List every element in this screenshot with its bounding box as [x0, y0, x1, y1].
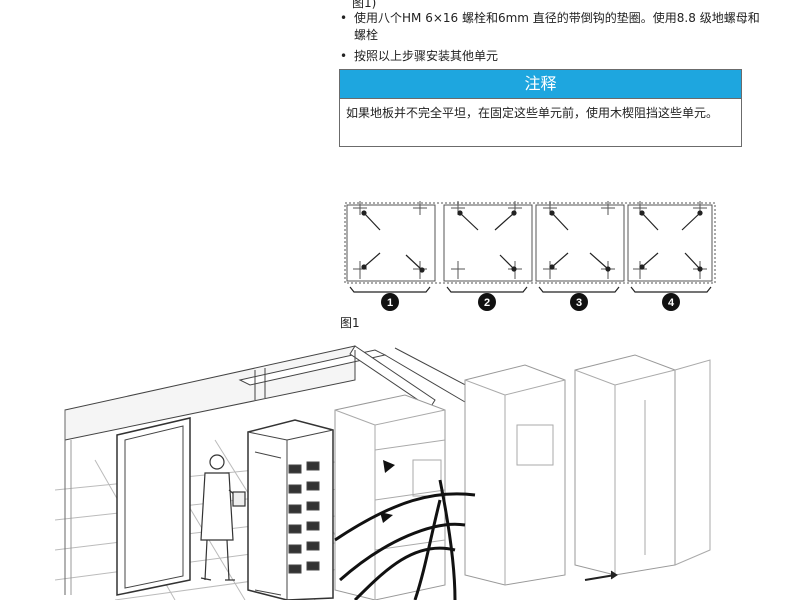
previous-text-fragment: 图1): [352, 0, 377, 10]
unit-markers: 1 2 3 4: [381, 293, 680, 311]
figure-caption: 图1: [340, 316, 360, 330]
note-title: 注释: [340, 70, 741, 99]
note-box: 注释 如果地板并不完全平坦，在固定这些单元前，使用木楔阻挡这些单元。: [339, 69, 742, 147]
unit-marker-1: 1: [387, 297, 393, 309]
unit-marker-4: 4: [668, 297, 675, 309]
unit-marker-2: 2: [484, 297, 490, 309]
unit-marker-3: 3: [576, 297, 582, 309]
floor-plan-diagram: 1 2 3 4: [344, 201, 716, 311]
list-item: 按照以上步骤安装其他单元: [340, 48, 760, 65]
list-item: 使用八个HM 6×16 螺栓和6mm 直径的带倒钩的垫圈。使用8.8 级地螺母和…: [340, 10, 760, 44]
note-text: 如果地板并不完全平坦，在固定这些单元前，使用木楔阻挡这些单元。: [346, 106, 719, 120]
installation-illustration: [55, 345, 711, 600]
instruction-list: 使用八个HM 6×16 螺栓和6mm 直径的带倒钩的垫圈。使用8.8 级地螺母和…: [340, 10, 760, 69]
